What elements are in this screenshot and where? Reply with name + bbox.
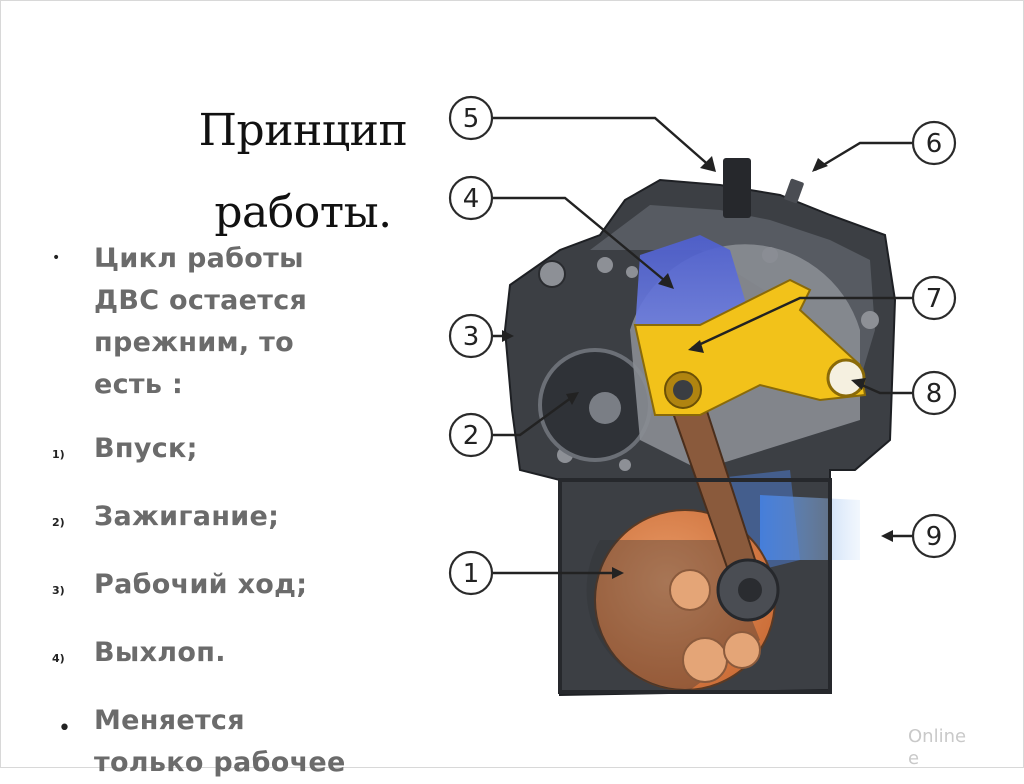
- bullet-marker: •: [52, 250, 61, 266]
- callout-8: 8: [911, 370, 957, 416]
- bullet-marker: •: [58, 716, 71, 741]
- callout-label: 8: [926, 379, 943, 409]
- block-hole: [538, 260, 566, 288]
- arrowhead-4: [658, 273, 674, 289]
- callout-label: 2: [463, 421, 480, 451]
- watermark-line: Online: [908, 726, 967, 747]
- list-number: 1): [52, 448, 65, 461]
- engine-diagram: 5 6 4 3 7 8 2 9 1: [448, 95, 957, 697]
- bullet-changes-line: Меняется: [94, 705, 245, 736]
- arrowhead-9: [881, 530, 893, 542]
- arrowhead-7: [688, 340, 704, 353]
- arrowhead-6: [812, 158, 828, 172]
- arrowhead-2: [566, 392, 579, 405]
- callout-line-7: [691, 296, 913, 350]
- crank-pin-center: [738, 578, 762, 602]
- arrowhead-8: [851, 378, 866, 390]
- crank-counterweight: [669, 569, 711, 611]
- top-sensor-6: [784, 178, 804, 204]
- callout-label: 1: [463, 559, 480, 589]
- title-line-1: Принцип: [198, 105, 408, 156]
- arrowhead-1: [612, 567, 624, 579]
- callout-label: 3: [463, 322, 480, 352]
- title-line-2: работы.: [214, 187, 392, 238]
- bullet-intro-line: прежним, то: [94, 327, 294, 358]
- block-hole: [861, 311, 879, 329]
- block-hole: [597, 257, 613, 273]
- watermark-line: e: [908, 748, 920, 769]
- callout-4: 4: [448, 175, 494, 221]
- callout-label: 5: [463, 104, 480, 134]
- slide-title: Принцип работы.: [178, 90, 428, 254]
- callout-6: 6: [911, 120, 957, 166]
- list-item-ignition: Зажигание;: [94, 501, 280, 532]
- list-number: 2): [52, 516, 65, 529]
- callout-5: 5: [448, 95, 494, 141]
- callout-line-2: [493, 394, 576, 437]
- callout-3: 3: [448, 313, 494, 359]
- callout-2: 2: [448, 412, 494, 458]
- arrowhead-5: [700, 156, 716, 172]
- bullet-intro-line: Цикл работы: [94, 243, 304, 274]
- callout-label: 6: [926, 129, 943, 159]
- list-number: 4): [52, 652, 65, 665]
- block-hole: [626, 266, 638, 278]
- lever-pivot: [826, 358, 866, 398]
- watermark: Online e: [908, 726, 988, 770]
- callout-9: 9: [911, 513, 957, 559]
- list-item-intake: Впуск;: [94, 433, 198, 464]
- bullet-intro-line: есть :: [94, 369, 184, 400]
- lever-pin-inner: [673, 380, 693, 400]
- bullet-intro-line: ДВС остается: [94, 285, 308, 316]
- arrowhead-3: [502, 330, 514, 342]
- crank-counterweight: [682, 637, 728, 683]
- callout-7: 7: [911, 275, 957, 321]
- list-item-exhaust: Выхлоп.: [94, 637, 226, 668]
- callout-1: 1: [448, 550, 494, 596]
- pulley-hub: [589, 392, 621, 424]
- bullet-intro: Цикл работы ДВС остается прежним, то ест…: [94, 238, 384, 406]
- callout-label: 4: [463, 184, 480, 214]
- callout-label: 9: [926, 522, 943, 552]
- callout-line-4: [493, 196, 671, 286]
- callout-line-5: [493, 116, 713, 169]
- callout-line-6: [814, 141, 912, 172]
- crank-counterweight: [723, 631, 761, 669]
- list-item-power-stroke: Рабочий ход;: [94, 569, 308, 600]
- lower-block-frame: [558, 478, 832, 694]
- list-number: 3): [52, 584, 65, 597]
- exhaust-flow: [760, 495, 860, 560]
- callout-label: 7: [926, 284, 943, 314]
- block-hole: [619, 459, 631, 471]
- top-sensor-5: [723, 158, 751, 218]
